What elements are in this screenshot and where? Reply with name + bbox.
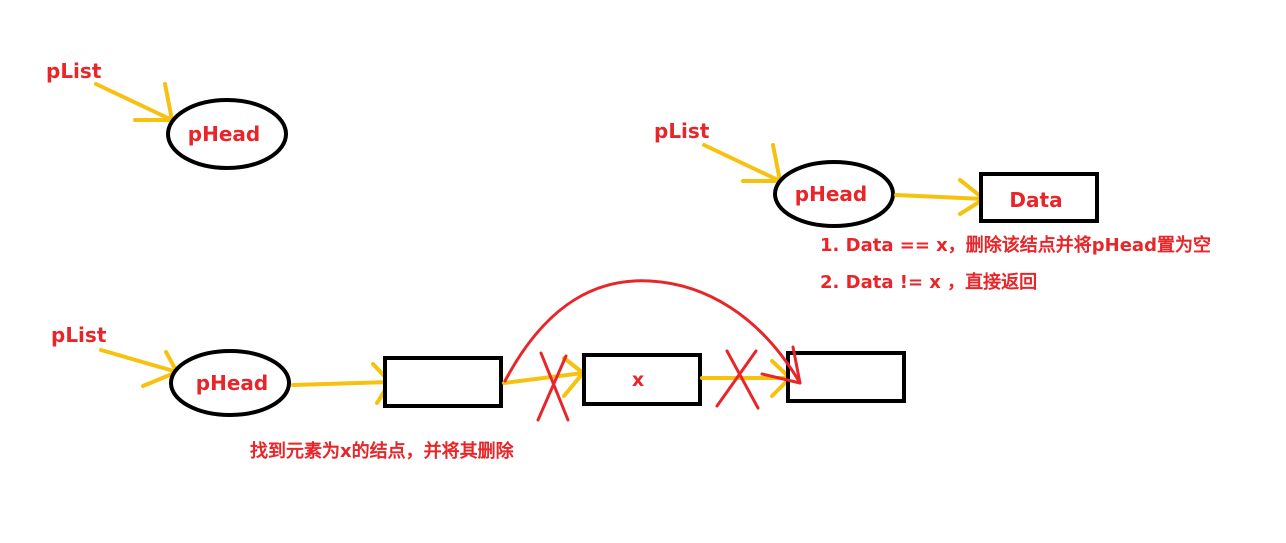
plist-label: pList: [46, 59, 102, 83]
cut-link-cross-2: [715, 349, 760, 410]
list-node-next: [786, 351, 906, 403]
note-case-not-equal: 2. Data != x ，直接返回: [820, 271, 1037, 293]
list-node-x-label: x: [632, 369, 644, 391]
data-node: [979, 172, 1099, 223]
head-node: [169, 349, 291, 417]
delete-caption: 找到元素为x的结点，并将其删除: [250, 440, 515, 462]
scenario-multi-node: pList pHead x: [51, 279, 906, 462]
head-node-label: pHead: [188, 122, 260, 146]
scenario-one-node: pList pHead Data 1. Data == x，删除该结点并将pHe…: [654, 119, 1211, 293]
head-node-label: pHead: [795, 182, 867, 206]
head-node: [773, 160, 895, 228]
note-case-equal: 1. Data == x，删除该结点并将pHead置为空: [820, 234, 1211, 256]
data-node-label: Data: [1009, 188, 1062, 212]
plist-pointer-arrow: [99, 348, 179, 388]
plist-pointer-arrow: [94, 82, 174, 122]
list-node-prev: [383, 356, 503, 408]
list-node-x: [582, 353, 702, 406]
plist-label: pList: [51, 323, 107, 347]
cut-link-cross-1: [536, 351, 570, 422]
plist-pointer-arrow: [702, 143, 782, 183]
plist-label: pList: [654, 119, 710, 143]
bypass-link-arc: [503, 279, 802, 385]
head-to-data-arrow: [894, 178, 986, 216]
scenario-single-head: pList pHead: [46, 59, 288, 170]
head-node-label: pHead: [196, 371, 268, 395]
head-node: [166, 98, 288, 170]
head-to-node1-arrow: [291, 362, 392, 405]
